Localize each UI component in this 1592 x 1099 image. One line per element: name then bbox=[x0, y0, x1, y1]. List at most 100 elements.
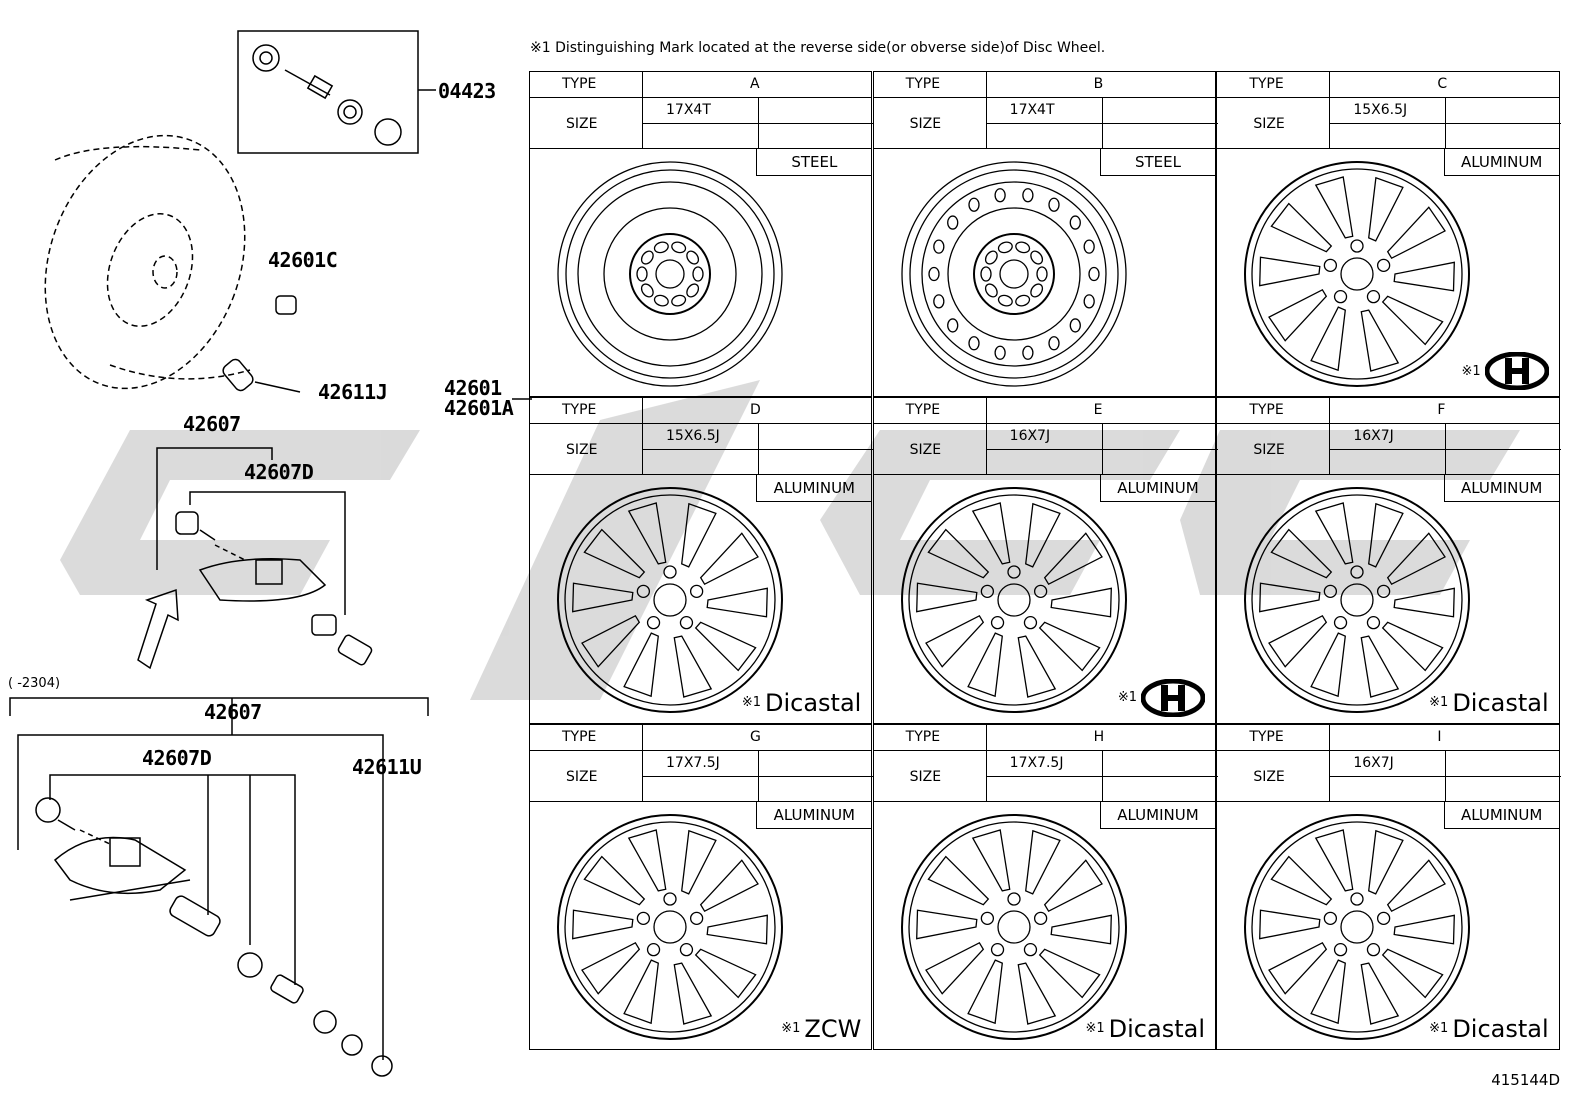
wheel-illustration bbox=[1244, 813, 1471, 1040]
material-label: ALUMINUM bbox=[1443, 149, 1559, 176]
part-label-42611j: 42611J bbox=[318, 380, 388, 404]
type-label: TYPE bbox=[562, 76, 597, 92]
col-divider bbox=[1329, 398, 1331, 476]
part-label-42607d-bottom: 42607D bbox=[142, 746, 212, 770]
size-value: 15X6.5J bbox=[1353, 102, 1408, 118]
type-row bbox=[1217, 398, 1559, 425]
size-value: 17X7.5J bbox=[1009, 754, 1064, 771]
type-value: A bbox=[750, 76, 760, 92]
mark-reference: ※1 bbox=[1117, 690, 1137, 706]
row-divider bbox=[1329, 449, 1562, 451]
material-label: ALUMINUM bbox=[756, 475, 872, 503]
type-value: F bbox=[1437, 402, 1446, 419]
mark-text: Dicastal bbox=[1452, 1014, 1549, 1043]
diagram-code: 415144D bbox=[1491, 1071, 1560, 1089]
wheel-cell: TYPE SIZE E 16X7J ALUMINUM ※1 bbox=[872, 397, 1218, 724]
size-label: SIZE bbox=[566, 768, 598, 785]
row-divider bbox=[1329, 775, 1562, 777]
type-value: H bbox=[1093, 728, 1105, 745]
mark-reference: ※1 bbox=[1429, 695, 1449, 711]
mark-text: Dicastal bbox=[1108, 1014, 1205, 1043]
type-value: G bbox=[750, 728, 761, 745]
wheel-illustration bbox=[901, 161, 1127, 387]
type-row bbox=[873, 72, 1215, 98]
mark-reference: ※1 bbox=[1429, 1021, 1449, 1037]
size-value: 16X7J bbox=[1353, 428, 1394, 445]
size-label: SIZE bbox=[1253, 116, 1285, 132]
size-row bbox=[530, 751, 872, 802]
size-label: SIZE bbox=[909, 116, 942, 132]
size-row bbox=[1217, 751, 1559, 802]
row-divider bbox=[642, 449, 874, 451]
type-value: B bbox=[1093, 76, 1104, 92]
distinguishing-mark: ※1 bbox=[1117, 678, 1205, 717]
type-label: TYPE bbox=[1249, 76, 1284, 92]
part-label-42601: 42601 bbox=[444, 376, 502, 400]
size-row bbox=[873, 751, 1215, 802]
distinguishing-mark-note: ※1 Distinguishing Mark located at the re… bbox=[530, 40, 1106, 56]
part-label-42601c: 42601C bbox=[268, 248, 338, 272]
part-label-42611u: 42611U bbox=[352, 755, 422, 779]
production-range: ( -2304) bbox=[8, 676, 61, 691]
wheel-cell: TYPE SIZE C 15X6.5J ALUMINUM ※1 bbox=[1216, 71, 1562, 398]
size-row bbox=[530, 424, 872, 476]
type-row bbox=[873, 398, 1215, 425]
material-label: ALUMINUM bbox=[756, 801, 872, 829]
type-row bbox=[530, 72, 872, 98]
wheel-illustration bbox=[1244, 161, 1471, 387]
part-label-42601a: 42601A bbox=[444, 396, 514, 420]
row-divider bbox=[985, 123, 1218, 124]
size-row bbox=[530, 98, 872, 149]
size-value: 16X7J bbox=[1009, 428, 1051, 445]
mark-reference: ※1 bbox=[1461, 363, 1481, 379]
wheel-table: TYPE SIZE A 17X4T STEEL TYPE SIZE B 17X4… bbox=[529, 71, 1562, 1050]
material-label: ALUMINUM bbox=[1443, 801, 1559, 829]
size-row bbox=[1217, 424, 1559, 476]
leader-line bbox=[512, 398, 532, 400]
type-row bbox=[1217, 72, 1559, 98]
h-logo-icon bbox=[1484, 352, 1549, 391]
mark-reference: ※1 bbox=[1085, 1021, 1105, 1037]
size-label: SIZE bbox=[1253, 768, 1285, 785]
col-divider bbox=[642, 724, 643, 802]
mark-text: ZCW bbox=[804, 1014, 862, 1043]
col-divider bbox=[642, 398, 643, 476]
wheel-illustration bbox=[557, 161, 783, 387]
material-label: ALUMINUM bbox=[1099, 475, 1215, 503]
type-value: E bbox=[1093, 402, 1103, 419]
size-label: SIZE bbox=[1253, 442, 1285, 459]
type-label: TYPE bbox=[562, 728, 597, 745]
part-label-42607-top: 42607 bbox=[183, 412, 241, 436]
type-value: D bbox=[750, 402, 761, 419]
type-label: TYPE bbox=[1249, 728, 1284, 745]
type-label: TYPE bbox=[905, 402, 941, 419]
mark-reference: ※1 bbox=[741, 695, 761, 711]
size-label: SIZE bbox=[566, 116, 598, 132]
wheel-illustration bbox=[1244, 487, 1471, 714]
material-label: STEEL bbox=[1099, 149, 1215, 176]
mark-reference: ※1 bbox=[781, 1021, 801, 1037]
material-label: ALUMINUM bbox=[1443, 475, 1559, 503]
size-row bbox=[873, 424, 1215, 476]
size-label: SIZE bbox=[909, 442, 942, 459]
col-divider bbox=[985, 724, 987, 802]
row-divider bbox=[985, 449, 1218, 451]
h-logo-icon bbox=[1140, 678, 1205, 717]
type-label: TYPE bbox=[905, 76, 941, 92]
type-label: TYPE bbox=[905, 728, 941, 745]
type-row bbox=[873, 725, 1215, 751]
wheel-cell: TYPE SIZE B 17X4T STEEL bbox=[872, 71, 1218, 398]
type-row bbox=[530, 398, 872, 425]
row-divider bbox=[642, 775, 874, 777]
part-label-42607d-top: 42607D bbox=[244, 460, 314, 484]
type-row bbox=[530, 725, 872, 751]
